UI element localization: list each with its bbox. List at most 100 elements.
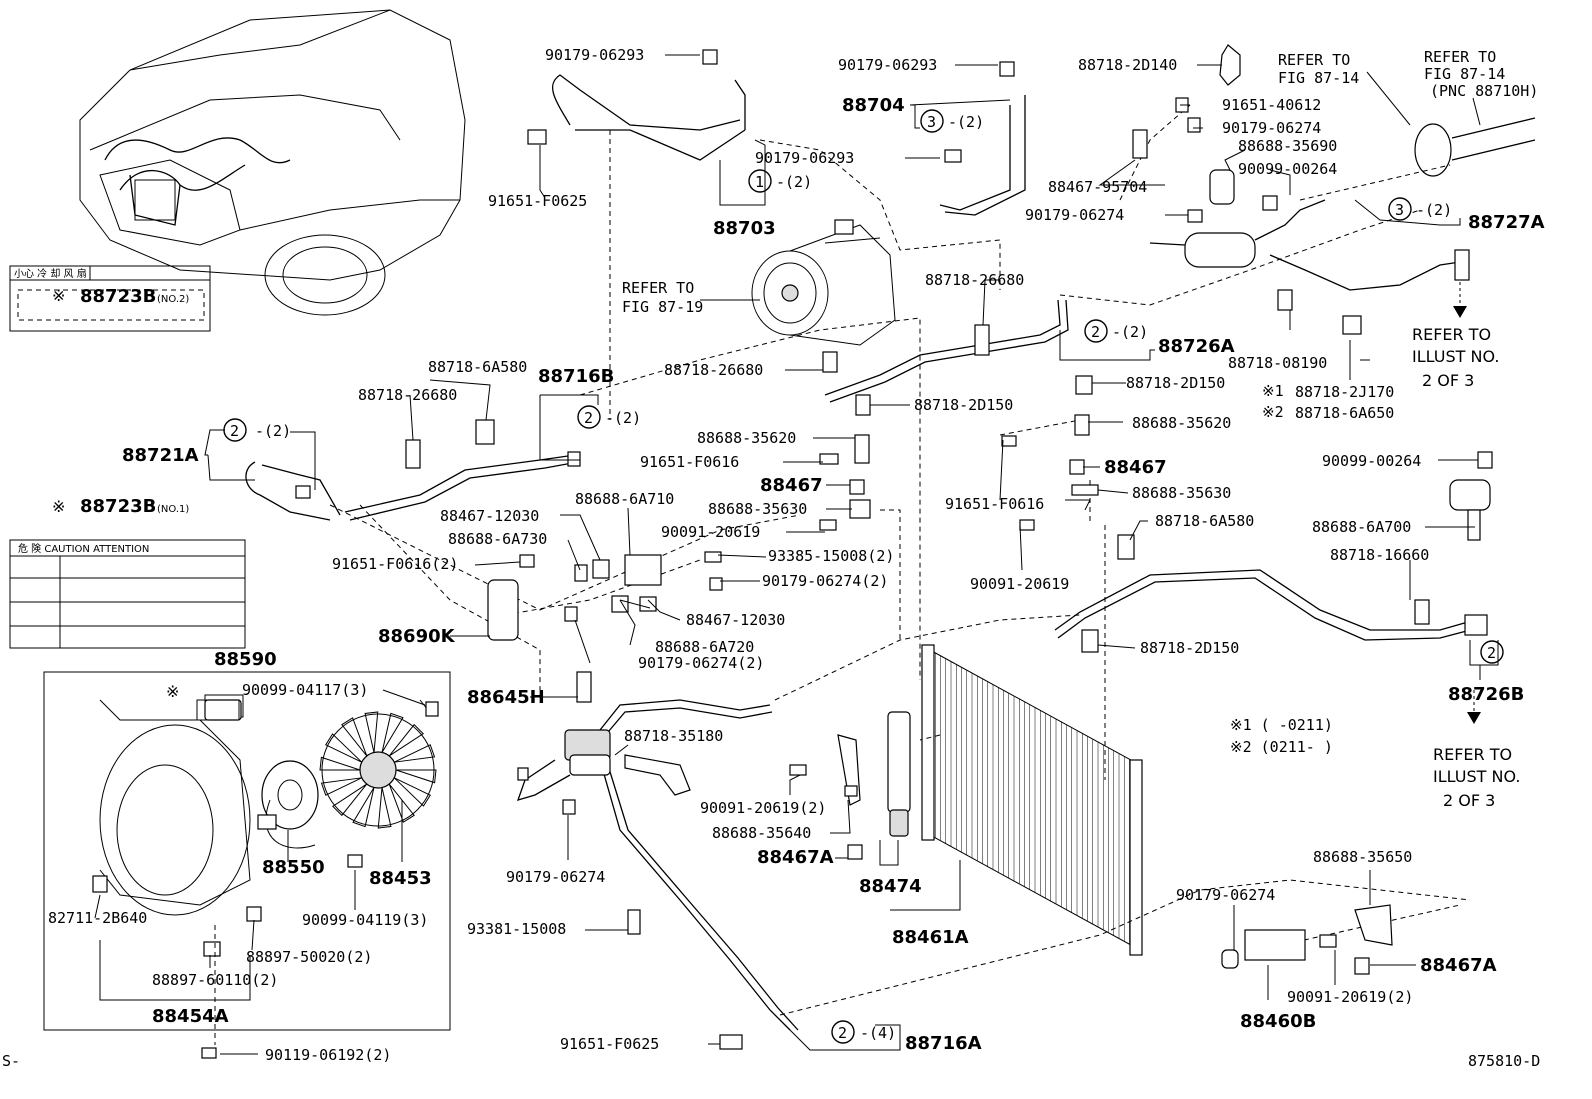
part-91651-F0625-a: 91651-F0625 <box>488 192 587 210</box>
part-90091-20619-b: 90091-20619 <box>970 575 1069 593</box>
mark-star: ※ <box>166 682 179 701</box>
part-90091-20619-2: 90091-20619(2) <box>700 799 826 817</box>
callout-2-88721A: 2 -(2) <box>223 418 291 442</box>
fan-blade <box>341 717 368 757</box>
svg-text:(NO.2): (NO.2) <box>157 294 189 305</box>
svg-text:3: 3 <box>1395 201 1404 219</box>
caution-label-no2: ※ 88723B (NO.2) 小心 冷 却 风 扇 <box>9 265 211 332</box>
part-93385-15008: 93385-15008(2) <box>768 547 894 565</box>
callout-2-88716A: 2 -(4) <box>831 1020 896 1044</box>
part-88726B: 88726B <box>1448 684 1524 705</box>
svg-text:-(2): -(2) <box>1416 201 1452 219</box>
svg-text:2: 2 <box>584 409 593 427</box>
part-90119-06192: 90119-06192(2) <box>265 1046 391 1064</box>
part-88897-50020: 88897-50020(2) <box>246 948 372 966</box>
leader-lines <box>94 54 1499 1055</box>
svg-text:-(2): -(2) <box>776 173 812 191</box>
part-88718-26680-c: 88718-26680 <box>664 361 763 379</box>
part-88718-2J170: 88718-2J170 <box>1295 383 1394 401</box>
mark-star: ※ <box>52 286 65 305</box>
fan-blade <box>388 723 424 757</box>
part-88688-35630-a: 88688-35630 <box>708 500 807 518</box>
part-88454A: 88454A <box>152 1006 229 1027</box>
small-parts <box>295 44 1493 1050</box>
part-88467-a: 88467 <box>760 475 823 496</box>
part-88718-6A650: 88718-6A650 <box>1295 404 1394 422</box>
svg-text:※: ※ <box>52 497 65 516</box>
svg-text:2: 2 <box>230 422 239 440</box>
svg-text:-(2): -(2) <box>948 113 984 131</box>
part-88718-2D150-b: 88718-2D150 <box>914 396 1013 414</box>
fan-blade <box>364 711 379 753</box>
callout-1: 1 -(2) <box>719 139 812 206</box>
part-90179-06274-2b: 90179-06274(2) <box>638 654 764 672</box>
refer-text: REFER TO <box>622 279 694 297</box>
part-88467-95704: 88467-95704 <box>1048 178 1147 196</box>
refer-text: FIG 87-14 <box>1278 69 1359 87</box>
refer-arrows <box>1453 282 1481 724</box>
svg-text:2: 2 <box>838 1024 847 1042</box>
part-88467A-a: 88467A <box>757 847 834 868</box>
part-90091-20619-a: 90091-20619 <box>661 523 760 541</box>
fan-assembly-88590 <box>43 671 451 1059</box>
part-88688-6A730: 88688-6A730 <box>448 530 547 548</box>
part-88688-35630-b: 88688-35630 <box>1132 484 1231 502</box>
svg-text:小心 冷 却 风 扇: 小心 冷 却 风 扇 <box>14 267 87 280</box>
corner-mark: S- <box>2 1052 20 1070</box>
part-88727A: 88727A <box>1468 212 1545 233</box>
part-88453: 88453 <box>369 868 432 889</box>
svg-text:2: 2 <box>1487 644 1496 662</box>
mark-star1: ※1 <box>1262 382 1284 400</box>
period-note-2: ※2 (0211- ) <box>1230 738 1333 756</box>
part-88467-12030-b: 88467-12030 <box>686 611 785 629</box>
part-91651-F0616-b: 91651-F0616 <box>945 495 1044 513</box>
part-88467A-b: 88467A <box>1420 955 1497 976</box>
caution-label-no1: ※ 88723B (NO.1) 危 険 CAUTION ATTENTION <box>9 496 246 649</box>
part-88703: 88703 <box>713 218 776 239</box>
part-88688-35620-a: 88688-35620 <box>697 429 796 447</box>
svg-text:1: 1 <box>755 173 764 191</box>
part-88718-2D150-a: 88718-2D150 <box>1126 374 1225 392</box>
part-88726A: 88726A <box>1158 336 1235 357</box>
svg-text:(NO.1): (NO.1) <box>157 504 189 515</box>
svg-text:88723B: 88723B <box>80 286 156 307</box>
refer-text: 2 OF 3 <box>1422 371 1474 390</box>
part-82711-2B640: 82711-2B640 <box>48 909 147 927</box>
fan-blade <box>325 733 363 763</box>
callout-2-88726B: 2 <box>1480 640 1504 664</box>
part-93381-15008: 93381-15008 <box>467 920 566 938</box>
part-90091-20619-2b: 90091-20619(2) <box>1287 988 1413 1006</box>
part-88721A: 88721A <box>122 445 199 466</box>
reference-lines <box>329 104 1471 1016</box>
fan-blade <box>395 769 437 784</box>
part-90179-06274-d: 90179-06274 <box>1176 886 1275 904</box>
svg-text:3: 3 <box>927 113 936 131</box>
part-90099-04119: 90099-04119(3) <box>302 911 428 929</box>
part-88718-16660: 88718-16660 <box>1330 546 1429 564</box>
figure-id: 875810-D <box>1468 1052 1540 1070</box>
part-88718-08190: 88718-08190 <box>1228 354 1327 372</box>
part-88718-6A580-b: 88718-6A580 <box>1155 512 1254 530</box>
part-88688-6A710: 88688-6A710 <box>575 490 674 508</box>
fan-blade <box>377 787 392 829</box>
callout-2-88716B: 2 -(2) <box>577 405 641 429</box>
svg-text:-(4): -(4) <box>860 1024 896 1042</box>
part-88467-b: 88467 <box>1104 457 1167 478</box>
refer-text: ILLUST NO. <box>1433 767 1520 786</box>
part-88688-6A720: 88688-6A720 <box>655 638 754 656</box>
part-91651-F0616-a: 91651-F0616 <box>640 453 739 471</box>
refer-text: FIG 87-14 <box>1424 65 1505 83</box>
svg-text:88723B: 88723B <box>80 496 156 517</box>
part-91651-F0616-2: 91651-F0616(2) <box>332 555 458 573</box>
callout-3b: 3 -(2) <box>1388 197 1452 221</box>
condenser <box>887 644 1143 956</box>
fan-blade <box>319 756 361 771</box>
refer-text: FIG 87-19 <box>622 298 703 316</box>
part-90179-06274-c: 90179-06274 <box>506 868 605 886</box>
svg-text:-(2): -(2) <box>255 422 291 440</box>
part-91651-40612: 91651-40612 <box>1222 96 1321 114</box>
part-88716A: 88716A <box>905 1033 982 1054</box>
fan-blade <box>393 777 431 807</box>
refer-text: ILLUST NO. <box>1412 347 1499 366</box>
part-90099-00264-b: 90099-00264 <box>1322 452 1421 470</box>
